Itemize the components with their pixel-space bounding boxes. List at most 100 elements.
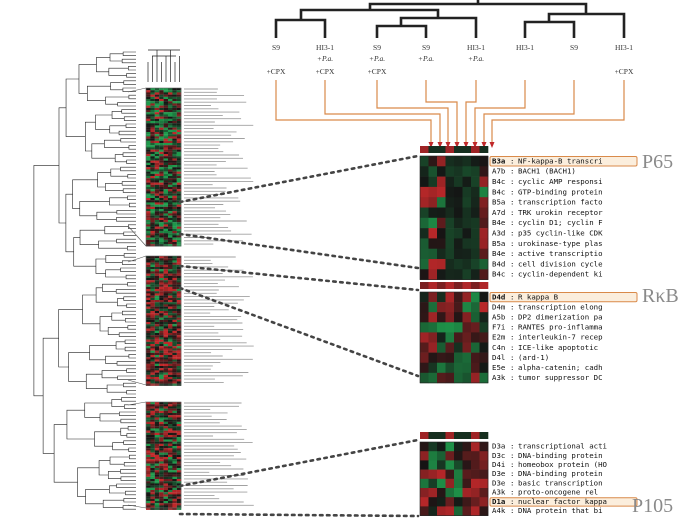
overview-cell bbox=[163, 419, 169, 422]
overview-cell bbox=[172, 346, 177, 349]
panel-heat-cell bbox=[454, 332, 463, 343]
overview-cell bbox=[150, 494, 155, 497]
overview-cell bbox=[163, 116, 169, 119]
overview-cell bbox=[150, 430, 155, 433]
overview-cell bbox=[154, 328, 160, 331]
overview-cell bbox=[163, 127, 169, 130]
overview-cell bbox=[154, 357, 160, 360]
overview-cell bbox=[172, 101, 177, 104]
panel-heat-cell bbox=[420, 312, 429, 323]
overview-cell bbox=[159, 410, 164, 414]
overview-cell bbox=[163, 242, 169, 245]
overview-cell bbox=[154, 114, 160, 117]
panel-heat-cell bbox=[471, 207, 480, 219]
panel-header-cell bbox=[479, 146, 489, 153]
panel-2: D3a:transcriptional actiD3c:DNA-binding … bbox=[419, 432, 638, 516]
overview-cell bbox=[176, 498, 182, 502]
overview-cell bbox=[163, 492, 169, 495]
overview-cell bbox=[159, 156, 164, 159]
overview-cell bbox=[163, 408, 169, 411]
overview-cell bbox=[172, 324, 177, 327]
overview-cell bbox=[159, 237, 164, 240]
overview-cell bbox=[146, 182, 151, 185]
overview-cell bbox=[168, 357, 173, 360]
overview-cell bbox=[146, 231, 151, 234]
overview-cell bbox=[146, 368, 151, 371]
condition-tree-branch bbox=[375, 24, 401, 38]
overview-cell bbox=[154, 222, 160, 225]
overview-cell bbox=[163, 326, 169, 329]
overview-cell bbox=[159, 284, 164, 287]
overview-cell bbox=[150, 99, 155, 102]
overview-cell bbox=[176, 315, 182, 318]
overview-cell bbox=[163, 143, 169, 146]
overview-cell bbox=[146, 162, 151, 166]
panel-heat-cell bbox=[420, 156, 429, 167]
overview-cell bbox=[159, 226, 164, 229]
panel-heat-cell bbox=[445, 207, 455, 219]
overview-cell bbox=[168, 112, 173, 115]
panel-header-cell bbox=[445, 282, 455, 289]
dendrogram-branch bbox=[101, 370, 127, 379]
overview-cell bbox=[172, 149, 177, 152]
overview-cell bbox=[163, 176, 169, 179]
overview-cell bbox=[154, 262, 160, 265]
overview-cell bbox=[159, 450, 164, 453]
panel-heat-cell bbox=[479, 488, 489, 498]
dendrogram-branch bbox=[66, 409, 95, 440]
overview-cell bbox=[168, 350, 173, 353]
overview-cell bbox=[163, 481, 169, 484]
panel-heat-cell bbox=[471, 186, 480, 198]
overview-cell bbox=[176, 507, 182, 510]
overview-cell bbox=[168, 339, 173, 342]
overview-cell bbox=[168, 479, 173, 482]
dendrogram-branch bbox=[116, 210, 136, 215]
overview-cell bbox=[154, 295, 160, 298]
overview-cell bbox=[159, 151, 164, 155]
panel-heat-cell bbox=[471, 302, 480, 313]
overview-cell bbox=[172, 264, 177, 268]
panel-heat-cell bbox=[462, 156, 472, 167]
condition-connector bbox=[483, 80, 575, 146]
overview-cell bbox=[168, 206, 173, 210]
overview-cell bbox=[172, 228, 177, 232]
overview-cell bbox=[163, 459, 169, 462]
dendrogram-branch bbox=[125, 274, 136, 280]
overview-cell bbox=[154, 258, 160, 261]
overview-cell bbox=[163, 167, 169, 170]
overview-cell bbox=[154, 239, 160, 243]
overview-cell bbox=[146, 260, 151, 263]
panel-heat-cell bbox=[428, 342, 438, 353]
zoom-guide-line bbox=[127, 379, 147, 386]
panel-header-cell bbox=[454, 146, 463, 153]
panel-heat-cell bbox=[471, 478, 480, 489]
overview-cell bbox=[150, 280, 155, 283]
overview-cell bbox=[154, 430, 160, 433]
overview-cell bbox=[150, 110, 155, 113]
overview-cell bbox=[154, 366, 160, 369]
overview-cell bbox=[159, 264, 164, 268]
panel-heat-cell bbox=[471, 269, 480, 280]
overview-cell bbox=[168, 465, 173, 469]
overview-cell bbox=[172, 494, 177, 497]
overview-cell bbox=[176, 215, 182, 218]
overview-cell bbox=[172, 363, 177, 367]
dendrogram-branch bbox=[95, 258, 106, 274]
overview-cell bbox=[154, 226, 160, 229]
overview-cell bbox=[176, 173, 182, 177]
overview-cell bbox=[163, 465, 169, 469]
overview-cell bbox=[159, 372, 164, 375]
overview-cell bbox=[172, 176, 177, 179]
overview-cell bbox=[168, 169, 173, 172]
overview-cell bbox=[176, 94, 182, 97]
overview-cell bbox=[163, 337, 169, 340]
overview-cell bbox=[154, 474, 160, 477]
overview-cell bbox=[168, 291, 173, 294]
panel-heat-cell bbox=[445, 302, 455, 313]
overview-cell bbox=[172, 461, 177, 464]
overview-cell bbox=[176, 311, 182, 314]
overview-cell bbox=[163, 209, 169, 212]
overview-cell bbox=[146, 92, 151, 95]
overview-cell bbox=[176, 284, 182, 287]
